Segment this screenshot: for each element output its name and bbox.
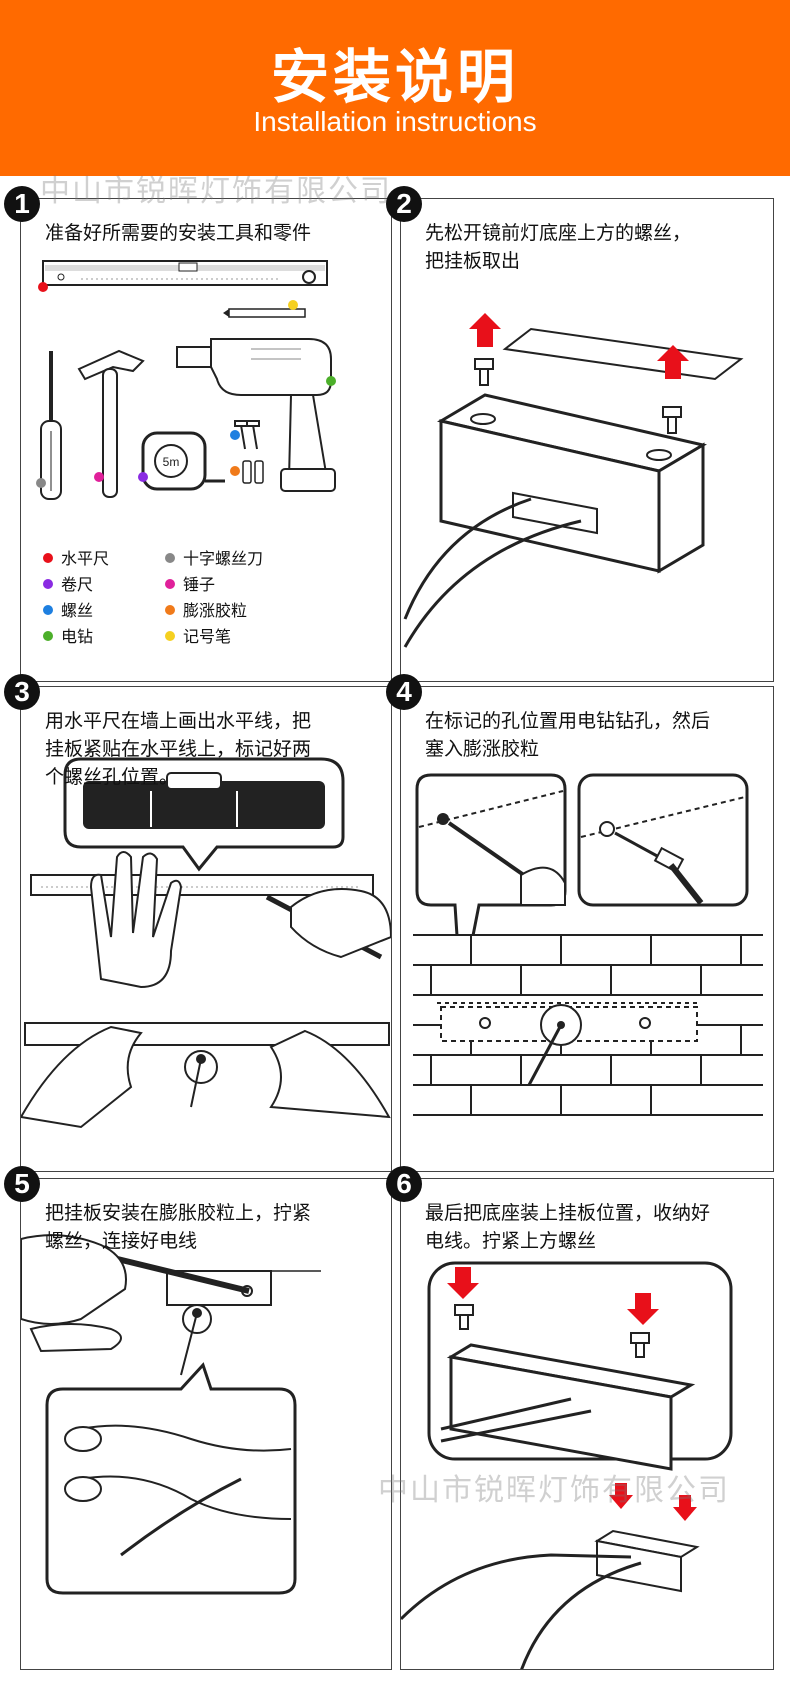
step-3-number: 3 — [4, 674, 40, 710]
wall-anchor-icon — [599, 821, 615, 837]
up-arrow-icon — [657, 345, 689, 379]
legend-dot — [43, 631, 53, 641]
down-arrow-icon — [627, 1293, 659, 1325]
drill-holes-illustration — [413, 773, 763, 1116]
step-1-number: 1 — [4, 186, 40, 222]
step-6-text: 最后把底座装上挂板位置，收纳好 电线。拧紧上方螺丝 — [425, 1202, 711, 1252]
step-2-text: 先松开镜前灯底座上方的螺丝， 把挂板取出 — [425, 222, 692, 272]
screwdriver-icon — [40, 351, 62, 500]
step-4-number: 4 — [386, 674, 422, 710]
lamp-base-icon — [594, 1529, 700, 1593]
wire-connector-icon — [64, 1424, 292, 1557]
level-vial-icon — [83, 781, 325, 829]
legend-item-tape-measure: 卷尺 — [43, 575, 93, 595]
hammer-icon — [77, 349, 145, 498]
legend-dot — [43, 605, 53, 615]
step-1-text: 准备好所需要的安装工具和零件 — [45, 222, 312, 244]
step-1-panel: 准备好所需要的安装工具和零件 — [20, 198, 392, 682]
legend-dot — [165, 553, 175, 563]
step-5-text: 把挂板安装在膨胀胶粒上，拧紧 螺丝，连接好电线 — [45, 1202, 312, 1252]
step-5-number: 5 — [4, 1166, 40, 1202]
attach-base-illustration — [401, 1261, 733, 1669]
wall-anchors-icon — [242, 460, 264, 484]
tools-illustration: 5m — [36, 260, 336, 500]
legend-item-drill: 电钻 — [43, 627, 93, 647]
lamp-arm-icon — [401, 1553, 642, 1669]
screw-icon — [454, 1304, 474, 1330]
mark-holes-illustration — [21, 757, 391, 1129]
hand-icon — [89, 851, 183, 989]
legend-item-wall-anchors: 膨涨胶粒 — [165, 601, 247, 621]
legend-item-marker-pen: 记号笔 — [165, 627, 231, 647]
zoom-bubble — [577, 773, 749, 907]
step-2-number: 2 — [386, 186, 422, 222]
step-5-panel: 把挂板安装在膨胀胶粒上，拧紧 螺丝，连接好电线 — [20, 1178, 392, 1670]
step-2-panel: 先松开镜前灯底座上方的螺丝， 把挂板取出 — [400, 198, 774, 682]
step-6-panel: 最后把底座装上挂板位置，收纳好 电线。拧紧上方螺丝 — [400, 1178, 774, 1670]
watermark: 中山市锐晖灯饰有限公司 — [40, 174, 392, 209]
zoom-bubble — [45, 1362, 297, 1595]
legend-dot — [43, 579, 53, 589]
step-3-panel: 用水平尺在墙上画出水平线，把 挂板紧贴在水平线上，标记好两 个螺丝孔位置。 — [20, 686, 392, 1172]
header-banner: 安装说明 Installation instructions — [0, 0, 790, 176]
tape-measure-icon — [141, 431, 225, 491]
legend-dot — [165, 579, 175, 589]
legend-dot — [43, 553, 53, 563]
screw-icon — [662, 406, 682, 434]
legend-dot — [165, 605, 175, 615]
lamp-base-icon — [436, 393, 708, 574]
screwdriver-icon — [100, 1252, 250, 1294]
remove-plate-illustration — [403, 313, 744, 648]
screw-icon — [474, 358, 494, 386]
screw-icon — [630, 1332, 650, 1358]
legend-item-screwdriver: 十字螺丝刀 — [165, 549, 263, 569]
mounting-plate-icon — [502, 327, 744, 381]
level-tool-icon — [42, 260, 328, 286]
hand-icon — [21, 1234, 127, 1353]
down-arrow-icon — [673, 1495, 697, 1521]
step-3-text: 用水平尺在墙上画出水平线，把 挂板紧贴在水平线上，标记好两 个螺丝孔位置。 — [45, 710, 312, 788]
legend-dot — [165, 631, 175, 641]
page-title: 安装说明 — [270, 43, 519, 111]
down-arrow-icon — [609, 1483, 633, 1509]
tape-measure-label: 5m — [163, 455, 180, 469]
legend-item-level: 水平尺 — [43, 549, 109, 569]
legend-item-hammer: 锤子 — [165, 575, 215, 595]
page-subtitle: Installation instructions — [253, 106, 537, 137]
lamp-arm-icon — [403, 497, 582, 648]
lamp-base-icon — [446, 1343, 696, 1471]
up-arrow-icon — [469, 313, 501, 347]
watermark: 中山市锐晖灯饰有限公司 — [378, 1473, 730, 1508]
screws-icon — [234, 420, 260, 450]
pencil-hand-icon — [265, 888, 391, 960]
down-arrow-icon — [447, 1267, 479, 1299]
hammer-icon — [653, 846, 685, 874]
step-4-panel: 在标记的孔位置用电钻钻孔，然后 塞入膨涨胶粒 — [400, 686, 774, 1172]
step-6-number: 6 — [386, 1166, 422, 1202]
drill-icon — [176, 338, 336, 492]
fix-plate-illustration — [21, 1234, 321, 1595]
legend-item-screws: 螺丝 — [43, 601, 93, 621]
step-4-text: 在标记的孔位置用电钻钻孔，然后 塞入膨涨胶粒 — [425, 710, 711, 760]
marked-hole-icon — [437, 813, 449, 825]
marker-pen-icon — [223, 308, 306, 318]
